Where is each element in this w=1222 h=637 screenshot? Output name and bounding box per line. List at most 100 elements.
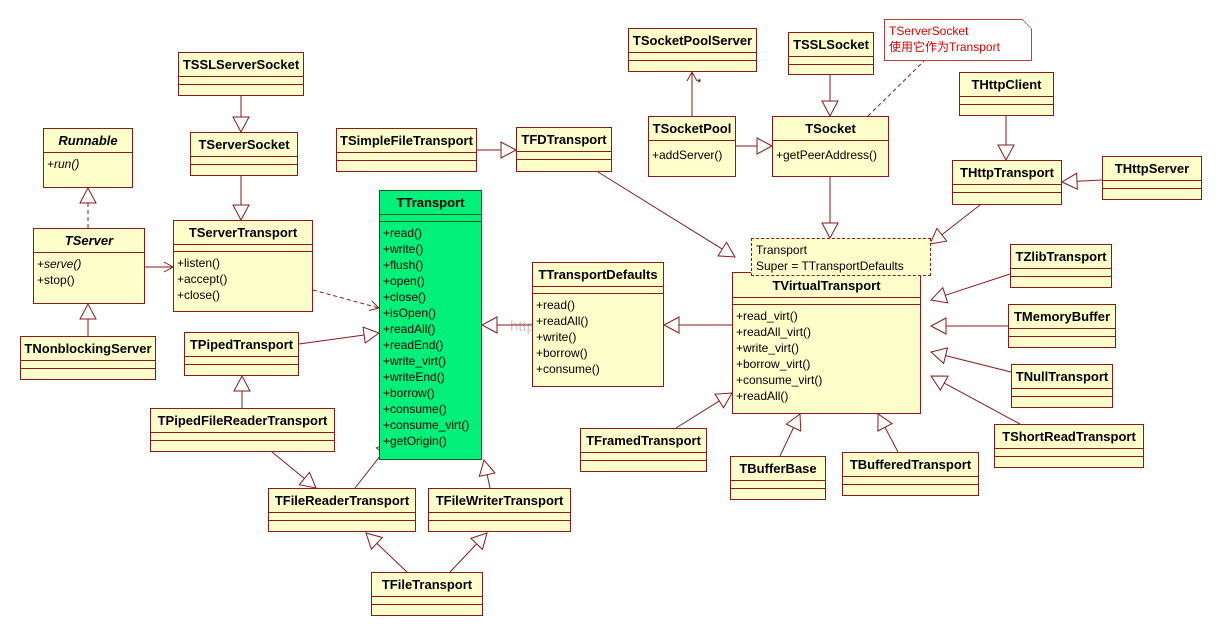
edge-tframed-tvirtualtransport-arrowhead <box>714 392 733 409</box>
operation: +write() <box>383 242 424 256</box>
class-tshortreadtransport[interactable]: TShortReadTransport <box>994 424 1144 468</box>
edge-tfiletransport-tfilereader <box>376 542 408 573</box>
edge-tframed-tvirtualtransport <box>675 400 720 429</box>
edge-tshortread-tvirtualtransport <box>943 382 1021 425</box>
class-name: TPipedTransport <box>185 333 298 357</box>
template-param: Super = TTransportDefaults <box>756 259 904 273</box>
class-tserver[interactable]: TServer +serve() +stop() <box>33 228 145 304</box>
class-tsocketpoolserver[interactable]: TSocketPoolServer <box>628 28 757 72</box>
edge-tserversocket-tservertransport-arrowhead <box>232 204 250 222</box>
edge-tsocket-tvirtualtransport-arrowhead <box>821 222 839 240</box>
class-thttpclient[interactable]: THttpClient <box>959 72 1054 116</box>
edge-thttpserver-thttptransport <box>1076 179 1103 182</box>
class-tframedtransport[interactable]: TFramedTransport <box>580 428 707 472</box>
edge-tpipedfilereader-tpipedtransport-arrowhead <box>233 374 251 392</box>
edge-tnonblocking-tserver-arrowhead <box>79 302 97 320</box>
class-runnable[interactable]: Runnable +run() <box>43 128 133 188</box>
class-name: TBufferedTransport <box>843 453 978 477</box>
note-line: 使用它作为Transport <box>889 40 1000 54</box>
class-name: TNonblockingServer <box>21 337 155 361</box>
operation: +readAll() <box>383 322 436 336</box>
class-tmemorybuffer[interactable]: TMemoryBuffer <box>1008 304 1116 348</box>
operation: +readAll_virt() <box>736 325 812 339</box>
class-ttransport[interactable]: TTransport +read() +write() +flush() +op… <box>379 190 482 460</box>
class-ttransportdefaults[interactable]: TTransportDefaults +read() +readAll() +w… <box>532 262 664 387</box>
class-name: TSSLSocket <box>789 33 873 57</box>
edge-tzlib-tvirtualtransport <box>945 273 1011 296</box>
edge-tsocketpool-tsocket-arrowhead <box>756 137 774 155</box>
class-name: TFramedTransport <box>581 429 706 453</box>
class-name: THttpServer <box>1103 157 1201 181</box>
edge-tsslsocket-tsocket-arrowhead <box>821 100 839 118</box>
class-tsslserversocket[interactable]: TSSLServerSocket <box>178 52 304 96</box>
edge-tfilereader-ttransport <box>354 452 384 489</box>
class-name: TServerSocket <box>191 133 297 157</box>
operation: +flush() <box>383 258 424 272</box>
edge-tpipedfilereader-tfilereader <box>271 451 305 479</box>
class-name: TServerTransport <box>174 221 312 245</box>
edge-tbufferbase-tvirtualtransport <box>779 427 795 457</box>
class-name: TTransport <box>380 191 481 215</box>
edge-thttptransport-tvirtualtransport <box>941 204 981 236</box>
operation: +listen() <box>177 256 221 270</box>
operation: +addServer() <box>652 148 723 162</box>
class-tsslsocket[interactable]: TSSLSocket <box>788 32 874 75</box>
operation: +readEnd() <box>383 338 444 352</box>
edge-thttpserver-thttptransport-arrowhead <box>1060 172 1078 191</box>
operation: +getOrigin() <box>383 434 447 448</box>
operation: +readAll() <box>536 314 589 328</box>
class-thttpserver[interactable]: THttpServer <box>1102 156 1202 200</box>
edge-tpipedfilereader-tfilereader-arrowhead <box>298 471 317 489</box>
note-fold <box>1022 19 1032 29</box>
operation: +close() <box>177 288 221 302</box>
edge-tsslserversocket-tserversocket-arrowhead <box>232 116 250 134</box>
edge-tvirtualtransport-ttransportdefaults-arrowhead <box>662 316 680 334</box>
operation: +read_virt() <box>736 309 798 323</box>
edge-tfilewriter-ttransport-arrowhead <box>478 458 496 478</box>
class-tsimplefiletransport[interactable]: TSimpleFileTransport <box>336 128 477 172</box>
class-tzlibtransport[interactable]: TZlibTransport <box>1010 244 1112 288</box>
edge-tpipedtransport-ttransport-arrowhead <box>362 326 381 344</box>
operation: +borrow() <box>536 346 588 360</box>
class-tpipedfilereadertransport[interactable]: TPipedFileReaderTransport <box>150 408 335 452</box>
class-tnulltransport[interactable]: TNullTransport <box>1011 364 1113 408</box>
operation: +writeEnd() <box>383 370 445 384</box>
class-tfiletransport[interactable]: TFileTransport <box>371 572 483 616</box>
class-name: TTransportDefaults <box>533 263 663 287</box>
class-name: Runnable <box>44 129 132 153</box>
operation: +borrow() <box>383 386 435 400</box>
edge-tfilewriter-ttransport <box>486 474 491 489</box>
class-tnonblockingserver[interactable]: TNonblockingServer <box>20 336 156 380</box>
note-line: TServerSocket <box>889 24 969 38</box>
operation: +isOpen() <box>383 306 437 320</box>
class-tservertransport[interactable]: TServerTransport +listen() +accept() +cl… <box>173 220 313 312</box>
class-name: TBufferBase <box>731 457 825 481</box>
class-tserversocket[interactable]: TServerSocket <box>190 132 298 176</box>
class-thttptransport[interactable]: THttpTransport <box>952 160 1062 205</box>
class-tfilewritertransport[interactable]: TFileWriterTransport <box>428 488 571 532</box>
class-tfilereadertransport[interactable]: TFileReaderTransport <box>268 488 416 532</box>
class-name: TShortReadTransport <box>995 425 1143 449</box>
edge-tnull-tvirtualtransport-arrowhead <box>929 347 949 365</box>
class-tbufferedtransport[interactable]: TBufferedTransport <box>842 452 979 496</box>
edge-tfdtransport-tvirtualtransport <box>597 171 723 250</box>
class-name: TFDTransport <box>517 128 611 152</box>
class-name: THttpTransport <box>953 161 1061 185</box>
operation: +write_virt() <box>736 341 800 355</box>
class-tvirtualtransport[interactable]: TVirtualTransport +read_virt() +readAll_… <box>732 272 921 414</box>
operation: +read() <box>536 298 576 312</box>
operation: +run() <box>47 157 80 171</box>
class-tsocketpool[interactable]: TSocketPool +addServer() <box>648 116 736 177</box>
class-tbufferbase[interactable]: TBufferBase <box>730 456 826 500</box>
class-name: TZlibTransport <box>1011 245 1111 269</box>
class-tpipedtransport[interactable]: TPipedTransport <box>184 332 299 376</box>
class-name: TNullTransport <box>1012 365 1112 389</box>
template-param: Transport <box>756 243 807 257</box>
edge-tnull-tvirtualtransport <box>945 355 1012 373</box>
class-name: TMemoryBuffer <box>1009 305 1115 329</box>
operation: +readAll() <box>736 389 789 403</box>
class-tfdtransport[interactable]: TFDTransport <box>516 127 612 172</box>
class-tsocket[interactable]: TSocket +getPeerAddress() <box>772 116 889 177</box>
